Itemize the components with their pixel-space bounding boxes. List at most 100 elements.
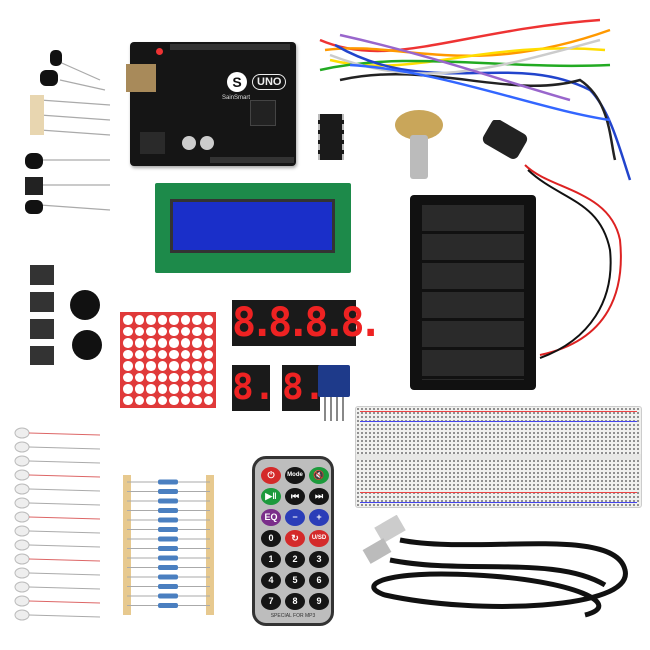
remote-button: 🔇 [309, 467, 329, 484]
led [14, 441, 30, 453]
led [14, 525, 30, 537]
matrix-dot [134, 361, 144, 371]
resistor [158, 479, 178, 485]
reset-button [156, 48, 163, 55]
buzzer [72, 330, 102, 360]
led-leg [28, 446, 101, 450]
matrix-dot [146, 395, 156, 405]
matrix-dot [146, 326, 156, 336]
matrix-dot [203, 326, 213, 336]
matrix-dot [146, 315, 156, 325]
matrix-dot [123, 349, 133, 359]
remote-button: Mode [285, 467, 305, 484]
matrix-dot [180, 384, 190, 394]
led-leg [28, 516, 101, 520]
sensors-column [25, 50, 111, 214]
matrix-dot [192, 349, 202, 359]
matrix-dot [123, 338, 133, 348]
matrix-dot [169, 338, 179, 348]
matrix-dot [192, 384, 202, 394]
matrix-dot [203, 395, 213, 405]
matrix-dot [203, 384, 213, 394]
jumper-wires [319, 18, 632, 181]
matrix-dot [134, 384, 144, 394]
led-leg [28, 614, 101, 618]
matrix-dot [123, 326, 133, 336]
remote-button: 3 [309, 551, 329, 568]
matrix-dot [169, 349, 179, 359]
resistor [158, 555, 178, 561]
seven-segment-1-digit: 8. [282, 365, 325, 411]
leds [14, 427, 101, 621]
remote-footer-label: SPECIAL FOR MP3 [270, 613, 316, 619]
logo: S [227, 72, 247, 92]
resistor [158, 527, 178, 532]
matrix-dot [180, 372, 190, 382]
resistor [158, 508, 178, 513]
rgb-led-module [318, 365, 350, 397]
matrix-dot [134, 338, 144, 348]
seven-segment-1-digit: 8. [232, 365, 275, 411]
seven-segment-4-digit: 8.8.8.8. [232, 300, 383, 346]
resistors [123, 475, 214, 615]
matrix-dot [169, 372, 179, 382]
resistor [158, 584, 178, 589]
matrix-dot [180, 395, 190, 405]
matrix-dot [203, 349, 213, 359]
matrix-dot [146, 372, 156, 382]
matrix-dot [157, 349, 167, 359]
matrix-dot [192, 395, 202, 405]
matrix-dot [169, 395, 179, 405]
led [14, 553, 30, 565]
remote-button: ⏭ [309, 488, 329, 505]
resistor [158, 536, 178, 542]
matrix-dot [157, 384, 167, 394]
matrix-dot [180, 326, 190, 336]
led [14, 567, 30, 579]
matrix-dot [180, 349, 190, 359]
breadboard [355, 406, 642, 508]
push-buttons [30, 265, 54, 365]
resistor [158, 498, 178, 504]
matrix-dot [180, 315, 190, 325]
led [14, 609, 30, 621]
matrix-dot [180, 338, 190, 348]
capacitor [200, 136, 214, 150]
matrix-dot [192, 361, 202, 371]
led [14, 581, 30, 593]
remote-button: 2 [285, 551, 305, 568]
led-leg [28, 474, 101, 478]
matrix-dot [123, 372, 133, 382]
lcd-1602-module [155, 183, 351, 273]
resistor [158, 565, 178, 570]
resistor [158, 593, 178, 599]
led [14, 427, 30, 439]
remote-button: U/SD [309, 530, 329, 547]
matrix-dot [192, 315, 202, 325]
matrix-dot [134, 315, 144, 325]
remote-button: 7 [261, 593, 281, 610]
ic-chip [318, 114, 344, 160]
led [14, 455, 30, 467]
remote-button: 0 [261, 530, 281, 547]
matrix-dot [134, 349, 144, 359]
led-leg [28, 460, 101, 464]
matrix-dot [134, 372, 144, 382]
matrix-dot [123, 395, 133, 405]
matrix-dot [146, 349, 156, 359]
remote-button: + [309, 509, 329, 526]
remote-button: EQ [261, 509, 281, 526]
usb-cable [362, 515, 628, 618]
led-leg [28, 572, 101, 576]
led [14, 595, 30, 607]
remote-button: 8 [285, 593, 305, 610]
remote-button: ⏮ [285, 488, 305, 505]
matrix-dot [146, 361, 156, 371]
matrix-dot [146, 384, 156, 394]
led [14, 511, 30, 523]
led-leg [28, 544, 101, 548]
matrix-dot [169, 384, 179, 394]
led [14, 483, 30, 495]
matrix-dot [157, 372, 167, 382]
